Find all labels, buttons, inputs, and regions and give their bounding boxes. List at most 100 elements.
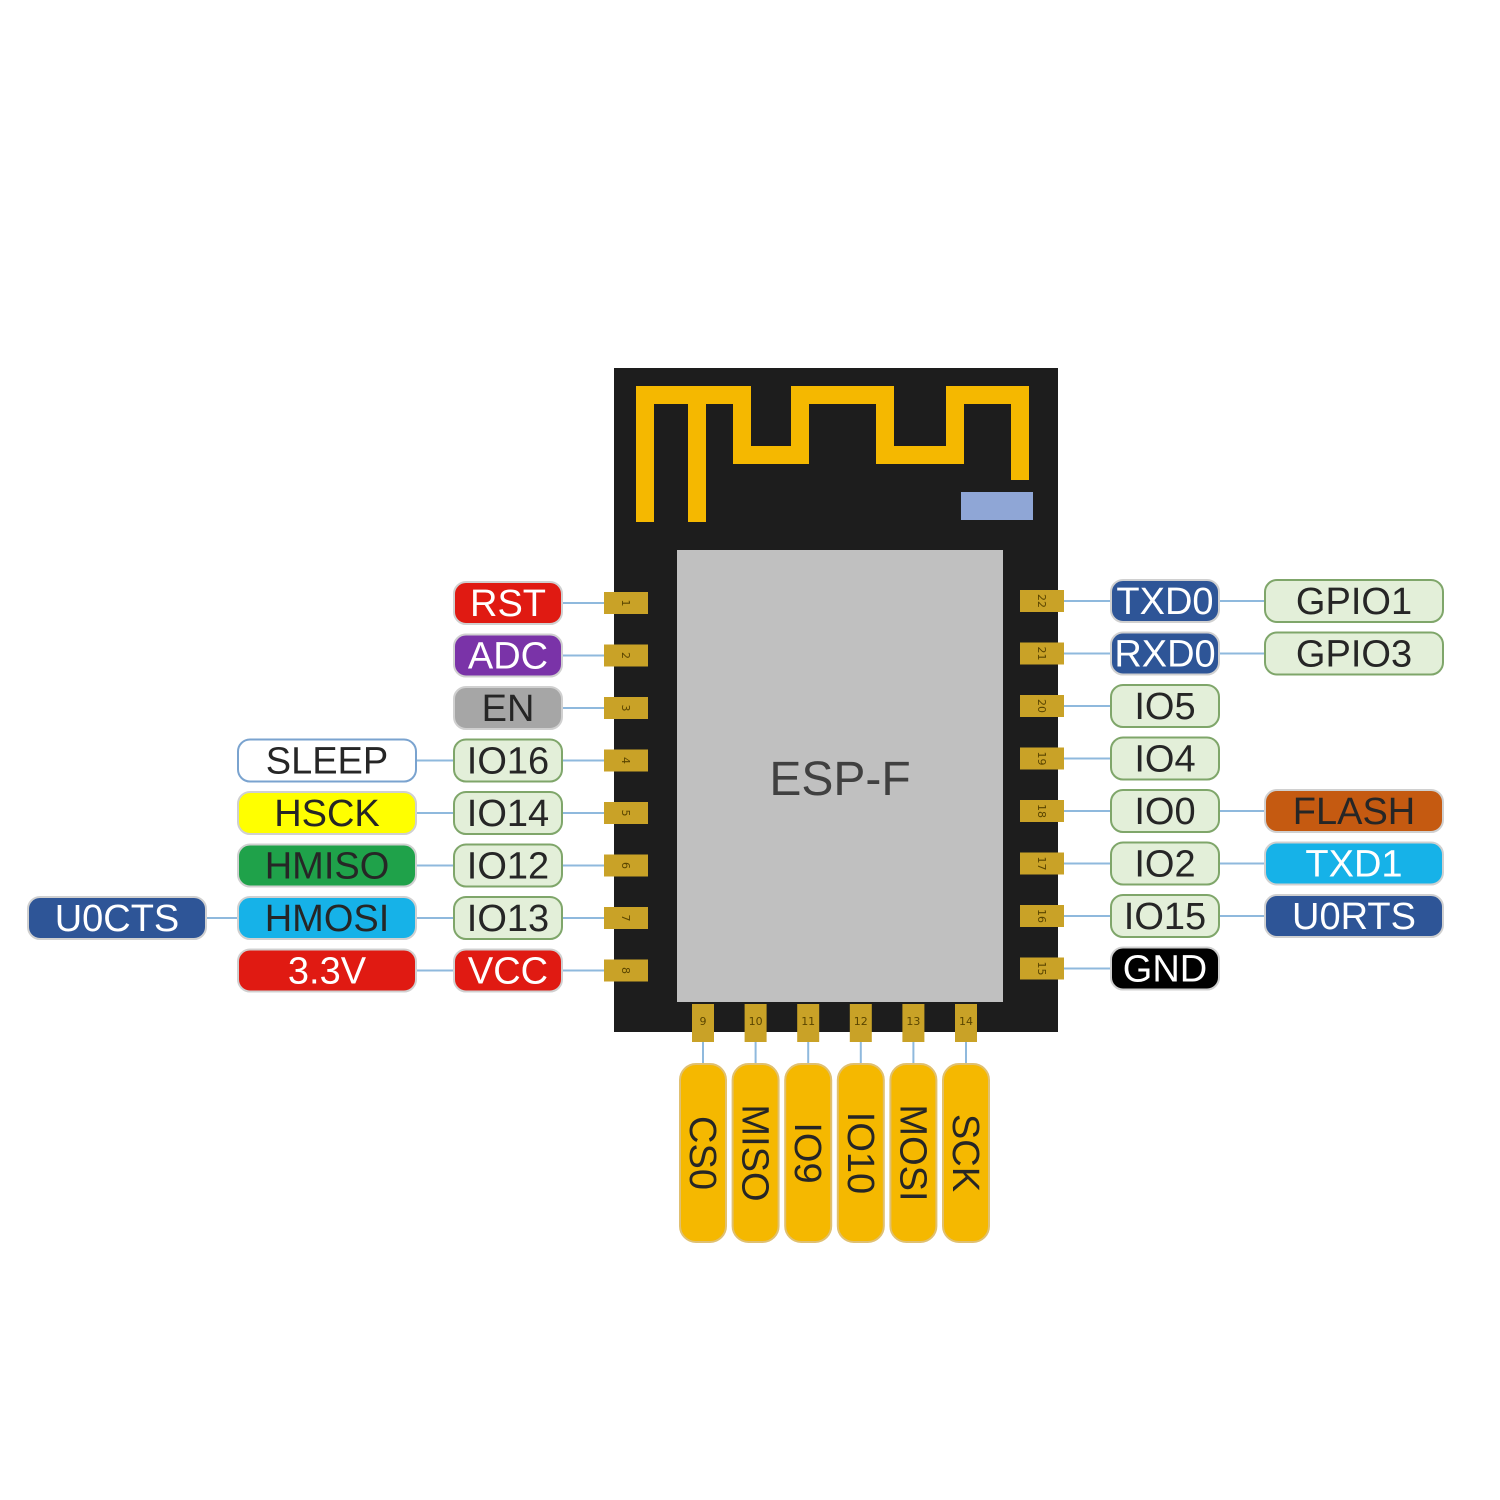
pin-label-text: IO16 (467, 741, 549, 783)
pin-number: 11 (801, 1015, 815, 1028)
pin-label-text: IO2 (1134, 844, 1195, 886)
pin-number: 19 (1035, 752, 1048, 766)
pin-number: 13 (906, 1015, 920, 1028)
pin-pad-21: 21 (1020, 642, 1064, 665)
pin-pad-7: 7 (604, 907, 648, 929)
pin-pad-4: 4 (604, 749, 648, 772)
pin-label-io4: IO4 (1110, 736, 1220, 781)
pin-pad-rect (1020, 800, 1064, 822)
pin-pad-3: 3 (604, 697, 648, 719)
pin-number: 12 (854, 1015, 868, 1028)
pin-label-adc: ADC (453, 633, 563, 678)
pin-label-text: HMISO (265, 846, 390, 888)
pin-label-text: MISO (734, 1104, 776, 1201)
pin-label-box (27, 896, 207, 940)
pin-label-box (836, 1063, 885, 1243)
pin-label-text: RST (470, 583, 546, 625)
pin-label-rxd0: RXD0 (1110, 631, 1220, 676)
pin-label-text: GPIO3 (1296, 634, 1412, 676)
pin-label-io13: IO13 (453, 896, 563, 940)
pin-label-io15: IO15 (1110, 894, 1220, 938)
pin-label-text: TXD0 (1116, 581, 1213, 623)
antenna-marker (961, 492, 1033, 520)
pin-label-box (1264, 789, 1444, 833)
pin-label-text: IO9 (786, 1122, 828, 1183)
pin-pad-rect (604, 749, 648, 772)
pin-pad-15: 15 (1020, 957, 1064, 980)
pin-pad-rect (797, 1004, 820, 1042)
pin-label-text: IO0 (1134, 791, 1195, 833)
pin-number: 7 (619, 915, 632, 922)
pin-pad-rect (1020, 957, 1064, 980)
pin-label-box (237, 738, 417, 783)
pin-number: 3 (619, 705, 632, 712)
pin-label-io9: IO9 (784, 1063, 833, 1243)
pin-number: 2 (619, 652, 632, 659)
pin-pad-rect (604, 697, 648, 719)
pin-label-text: U0CTS (55, 898, 180, 940)
pin-number: 16 (1035, 909, 1048, 923)
pin-label-text: U0RTS (1292, 896, 1416, 938)
pin-pad-11: 11 (797, 1004, 820, 1042)
pin-label-rst: RST (453, 581, 563, 625)
pin-pad-rect (902, 1004, 925, 1042)
pin-label-text: IO4 (1134, 739, 1195, 781)
pin-label-u0rts: U0RTS (1264, 894, 1444, 938)
pin-pad-9: 9 (692, 1004, 714, 1042)
pin-label-box (453, 896, 563, 940)
pin-label-text: 3.3V (288, 951, 367, 993)
pin-label-3-3v: 3.3V (237, 948, 417, 993)
pin-pad-rect (604, 959, 648, 982)
pin-label-io10: IO10 (836, 1063, 885, 1243)
pin-label-text: IO5 (1134, 686, 1195, 728)
pin-label-box (453, 948, 563, 993)
pin-label-box (237, 791, 417, 835)
pin-pad-rect (955, 1004, 977, 1042)
pin-label-box (731, 1063, 780, 1243)
pin-label-text: SLEEP (266, 741, 389, 783)
pin-pad-rect (1020, 695, 1064, 717)
pin-label-text: ADC (468, 636, 548, 678)
pin-pad-20: 20 (1020, 695, 1064, 717)
pin-label-box (1110, 946, 1220, 991)
pin-label-text: IO15 (1124, 896, 1206, 938)
pin-pad-rect (1020, 590, 1064, 612)
pin-label-box (889, 1063, 938, 1243)
pin-label-gpio3: GPIO3 (1264, 631, 1444, 676)
pin-pad-8: 8 (604, 959, 648, 982)
pin-label-text: SCK (944, 1114, 986, 1192)
pin-number: 10 (749, 1015, 763, 1028)
pin-label-io5: IO5 (1110, 684, 1220, 728)
pin-label-text: IO10 (839, 1112, 881, 1194)
pin-label-io0: IO0 (1110, 789, 1220, 833)
pin-label-box (453, 633, 563, 678)
pin-label-box (453, 686, 563, 730)
pin-label-mosi: MOSI (889, 1063, 938, 1243)
pin-label-box (1264, 894, 1444, 938)
pin-pad-19: 19 (1020, 747, 1064, 770)
pin-label-box (1110, 894, 1220, 938)
pin-label-box (237, 896, 417, 940)
pin-pad-rect (604, 802, 648, 824)
pin-pad-rect (1020, 905, 1064, 927)
pin-label-text: IO14 (467, 793, 549, 835)
pin-number: 18 (1035, 804, 1048, 818)
pin-number: 1 (619, 600, 632, 607)
pin-label-text: GPIO1 (1296, 581, 1412, 623)
pin-label-box (453, 843, 563, 888)
pin-pad-rect (1020, 852, 1064, 875)
pin-label-vcc: VCC (453, 948, 563, 993)
pin-label-txd1: TXD1 (1264, 841, 1444, 886)
pin-pad-rect (1020, 747, 1064, 770)
pin-label-gpio1: GPIO1 (1264, 579, 1444, 623)
pin-pad-13: 13 (902, 1004, 925, 1042)
pin-pad-18: 18 (1020, 800, 1064, 822)
pin-label-miso: MISO (731, 1063, 780, 1243)
pin-number: 6 (619, 862, 632, 869)
pin-label-text: IO12 (467, 846, 549, 888)
pin-pad-10: 10 (744, 1004, 767, 1042)
pin-label-box (1264, 579, 1444, 623)
pin-label-box (1110, 841, 1220, 886)
pin-number: 9 (700, 1015, 707, 1028)
